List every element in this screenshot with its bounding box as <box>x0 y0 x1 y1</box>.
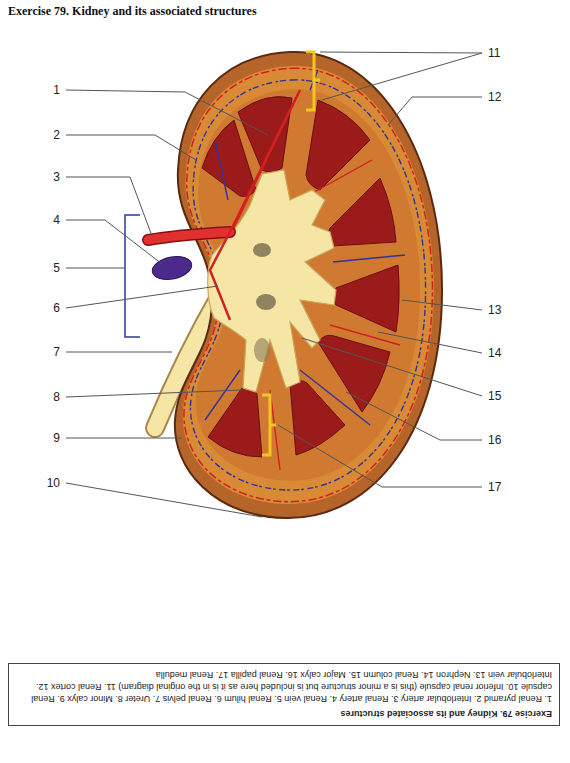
callout-number: 7 <box>53 345 60 359</box>
callout-number: 16 <box>488 433 501 447</box>
leader-lines <box>66 52 482 517</box>
page-title: Exercise 79. Kidney and its associated s… <box>8 4 257 19</box>
key-text: 1. Renal pyramid 2. Interlobular artery … <box>16 669 552 705</box>
calyx-shadow <box>253 243 271 257</box>
vein-network <box>190 80 425 490</box>
callout-number: 8 <box>53 390 60 404</box>
artery-branch <box>210 90 300 320</box>
hilum-bracket <box>125 215 140 337</box>
calyx-shadow <box>254 338 270 362</box>
callout-number: 14 <box>488 346 501 360</box>
callout-number: 3 <box>53 170 60 184</box>
interlobular-vessels <box>205 70 405 470</box>
renal-pyramids <box>202 97 399 457</box>
cortex-inner <box>196 89 420 481</box>
callout-number: 10 <box>47 476 60 490</box>
answer-key-box: Exercise 79. Kidney and its associated s… <box>8 663 560 726</box>
callout-number: 15 <box>488 389 501 403</box>
callout-number: 6 <box>53 301 60 315</box>
callout-number: 9 <box>53 431 60 445</box>
renal-capsule <box>175 52 442 518</box>
callout-number: 5 <box>53 261 60 275</box>
callout-number: 13 <box>488 303 501 317</box>
cortex-bracket <box>306 52 320 110</box>
renal-cortex <box>183 66 434 504</box>
callout-number: 11 <box>488 46 500 60</box>
key-heading: Exercise 79. Kidney and its associated s… <box>16 708 552 720</box>
renal-pelvis <box>208 170 336 392</box>
artery-network <box>184 68 432 502</box>
callout-number: 2 <box>53 128 60 142</box>
callout-number: 12 <box>488 90 501 104</box>
medulla-bracket <box>262 395 276 455</box>
callout-number: 4 <box>53 213 60 227</box>
calyx-shadow <box>256 294 276 310</box>
renal-artery <box>148 232 230 240</box>
renal-artery-outline <box>148 232 230 240</box>
renal-vein <box>150 253 194 283</box>
answer-key-inverted: Exercise 79. Kidney and its associated s… <box>9 664 559 725</box>
callout-number: 17 <box>488 480 501 494</box>
callout-number: 1 <box>53 83 60 97</box>
